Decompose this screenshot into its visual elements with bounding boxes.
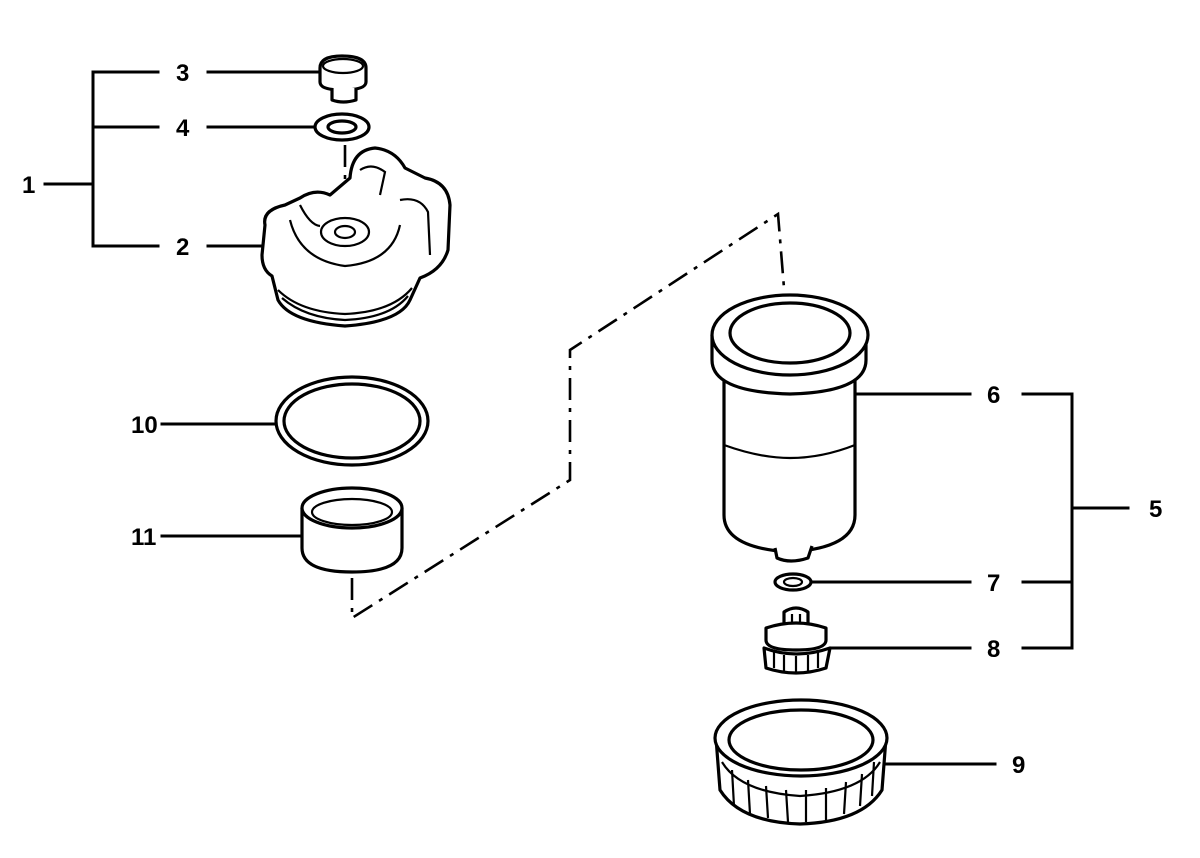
- callout-3: 3: [176, 60, 189, 87]
- callout-1: 1: [22, 172, 35, 199]
- callout-8: 8: [987, 636, 1000, 663]
- part-2-filter-head: [260, 146, 452, 328]
- callout-labels: 1 2 3 4 10 11 6 5 7 8 9: [22, 60, 1162, 779]
- callout-4: 4: [176, 115, 190, 142]
- part-9-collar-nut: [713, 698, 889, 826]
- part-7-seal: [773, 572, 813, 592]
- bracket-5: [1021, 392, 1130, 650]
- centerline-main: [350, 211, 786, 621]
- callout-6: 6: [987, 382, 1000, 409]
- part-11-ring: [300, 486, 404, 574]
- part-10-o-ring: [274, 375, 430, 467]
- part-6-bowl: [710, 293, 870, 563]
- callout-7: 7: [987, 570, 1000, 597]
- part-3-plug: [318, 54, 368, 104]
- leader-lines: [43, 70, 1130, 766]
- callout-5: 5: [1149, 496, 1162, 523]
- bracket-1: [43, 70, 160, 248]
- part-8-drain-plug: [762, 606, 832, 675]
- callout-2: 2: [176, 234, 189, 261]
- callout-9: 9: [1012, 752, 1025, 779]
- callout-11: 11: [131, 524, 156, 551]
- callout-10: 10: [131, 412, 158, 439]
- assembly-centerline: [343, 145, 786, 621]
- part-4-washer: [313, 112, 371, 142]
